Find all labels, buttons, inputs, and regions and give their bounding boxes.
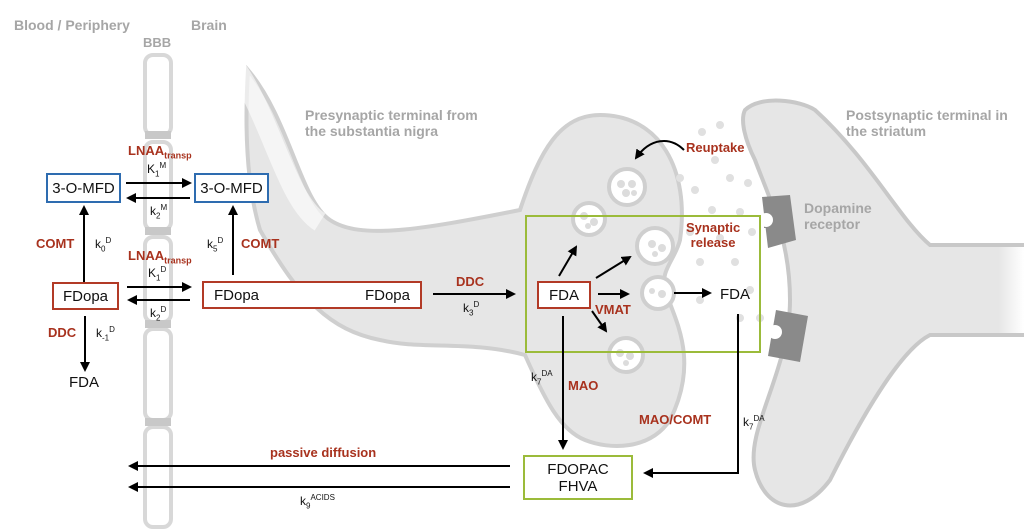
passive-diffusion-label: passive diffusion [270,445,377,460]
region-bbb-label: BBB [143,35,172,50]
rate-sub: 2 [156,211,161,221]
rate-sup: ACIDS [310,493,335,502]
dopamine-particles [676,121,764,322]
rate-sub: 1 [155,169,160,179]
lnaa-d-sub: transp [164,255,192,266]
arrow-fda-to-vesicle-2 [595,255,632,279]
arrow-mao-comt-synapse-to-acids [643,314,739,478]
rate-k3D: k3D [463,300,479,317]
node-fhva: FHVA [558,477,598,495]
rate-sup: DA [541,369,553,378]
enzyme-lnaa-d: LNAAtransp [128,248,192,266]
rate-sup: D [217,236,224,245]
rate-sup: D [105,236,112,245]
reuptake-label: Reuptake [686,140,745,155]
rate-sup: D [160,305,167,314]
rate-base: k [95,237,101,251]
dopamine-receptor-label: Dopamine receptor [804,200,872,232]
postsynaptic-label-line1: Postsynaptic terminal in [846,107,1008,123]
rate-sub: 7 [749,422,754,432]
node-acids-box: FDOPAC FHVA [523,455,633,500]
region-blood-label: Blood / Periphery [14,17,130,33]
node-fdopac: FDOPAC [547,460,609,478]
enzyme-comt-blood: COMT [36,236,75,251]
node-fdopa-blood: FDopa [52,282,119,310]
arrow-fda-to-vesicle-1 [558,245,578,277]
arrow-reuptake [634,139,685,160]
rate-base: k [207,237,213,251]
rate-sup: M [159,161,167,170]
rate-k7DA-synapse: k7DA [743,414,765,431]
rate-sub: 2 [156,313,161,323]
rate-sub: -1 [102,333,110,343]
presynaptic-label-line1: Presynaptic terminal from [305,107,478,123]
rate-sup: M [160,203,168,212]
enzyme-ddc-blood: DDC [48,325,77,340]
synaptic-release-label: Synaptic release [686,220,740,250]
rate-base: k [150,306,156,320]
presynaptic-label: Presynaptic terminal from the substantia… [305,107,478,139]
rate-sub: 7 [537,377,542,387]
presynaptic-label-line2: the substantia nigra [305,123,439,139]
rate-sup: D [473,300,480,309]
rate-sub: 3 [469,308,474,318]
rate-base: k [531,370,537,384]
rate-base: k [300,494,306,508]
rate-sub: 5 [213,244,218,254]
rate-k7DA-presynaptic: k7DA [531,369,553,386]
rate-base: k [96,326,102,340]
dopamine-receptor-lower [768,310,808,362]
enzyme-vmat: VMAT [595,302,631,317]
blood-brain-barrier [143,53,173,529]
rate-base: K [147,162,156,176]
rate-k9ACIDS: k9ACIDS [300,493,335,510]
enzyme-ddc-presynaptic: DDC [456,274,485,289]
postsynaptic-label-line2: the striatum [846,123,927,139]
dopamine-receptor-upper [762,195,796,248]
node-fda-presynaptic: FDA [537,281,591,309]
synaptic-release-box [525,215,761,353]
rate-sub: 0 [101,244,106,254]
node-fdopa-brain: FDopa [214,286,260,304]
fdopa-transport-box: FDopa FDopa [202,281,422,309]
receptor-label-line1: Dopamine [804,200,872,216]
rate-sub: 9 [306,501,311,511]
enzyme-mao: MAO [568,378,599,393]
receptor-label-line2: receptor [804,216,861,232]
vesicles [571,167,676,374]
rate-K1M: K1M [147,161,166,178]
synaptic-release-line1: Synaptic [686,220,741,235]
lnaa-m-sub: transp [164,150,192,161]
region-brain-label: Brain [191,17,227,33]
node-fda-synapse: FDA [720,286,750,303]
rate-k-1D: k-1D [96,325,115,342]
rate-k2D: k2D [150,305,166,322]
rate-sup: D [160,265,167,274]
enzyme-comt-brain: COMT [241,236,280,251]
rate-base: k [150,204,156,218]
lnaa-d-base: LNAA [128,248,165,263]
rate-base: K [148,266,157,280]
node-fda-blood: FDA [69,374,99,391]
enzyme-lnaa-m: LNAAtransp [128,143,192,161]
rate-sub: 1 [156,273,161,283]
lnaa-m-base: LNAA [128,143,165,158]
rate-base: k [463,301,469,315]
node-3omfd-blood: 3-O-MFD [46,173,121,203]
rate-sup: DA [753,414,765,423]
rate-sup: D [109,325,115,334]
node-3omfd-brain: 3-O-MFD [194,173,269,203]
synaptic-release-line2: release [690,235,736,250]
node-fdopa-presynaptic: FDopa [364,286,410,304]
enzyme-mao-comt: MAO/COMT [639,412,712,427]
rate-k0D: k0D [95,236,111,253]
rate-k5D: k5D [207,236,223,253]
postsynaptic-label: Postsynaptic terminal in the striatum [846,107,1008,139]
rate-K1D: K1D [148,265,166,282]
arrow-fda-to-vesicle-4 [591,310,608,333]
rate-base: k [743,415,749,429]
rate-k2M: k2M [150,203,167,220]
